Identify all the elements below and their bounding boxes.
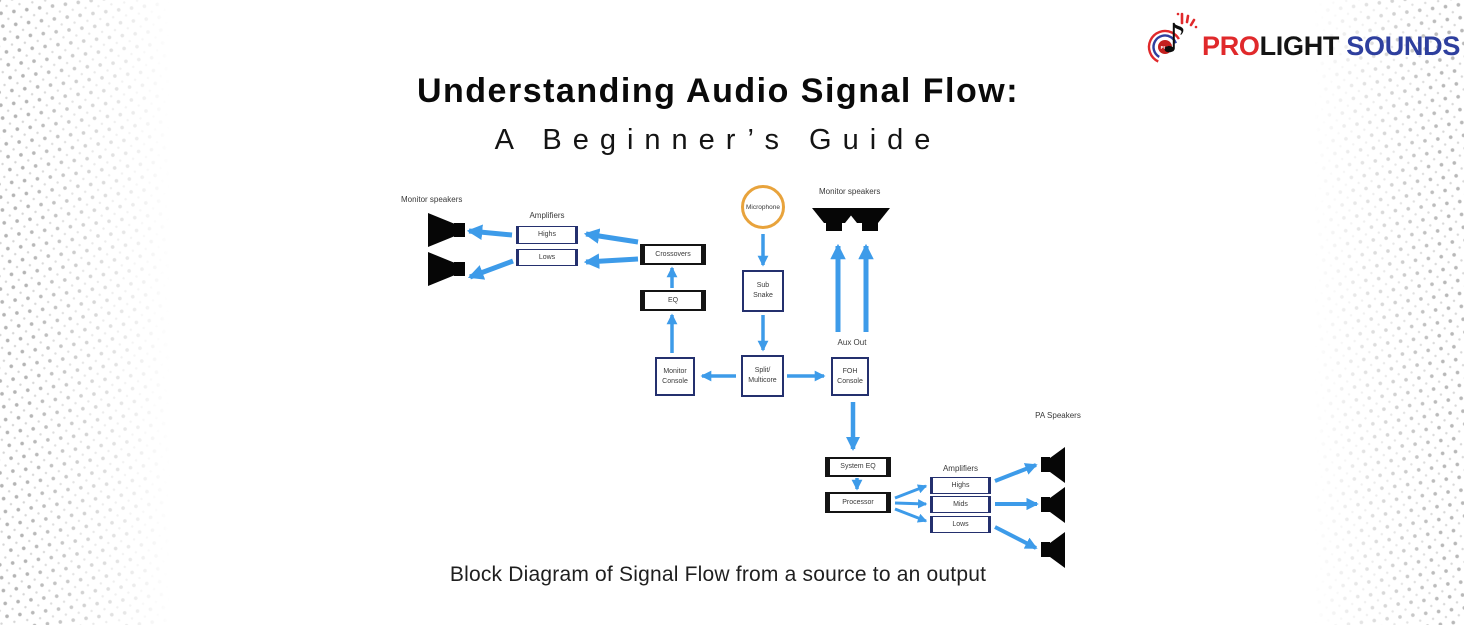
- arrow-processor-to-highs: [894, 484, 928, 500]
- pa-speaker-icon-3: [1041, 532, 1065, 573]
- node-lows-right: Lows: [930, 516, 991, 533]
- node-crossovers: Crossovers: [640, 244, 706, 265]
- brand-sounds: SOUNDS: [1339, 30, 1461, 61]
- svg-text:PLS: PLS: [1161, 45, 1170, 50]
- node-highs-left: Highs: [516, 226, 578, 244]
- arrow-crossovers-to-highs: [583, 228, 639, 245]
- prolight-sounds-logo: PLS ♪ PROLIGHT SOUNDS: [1144, 10, 1460, 68]
- label-amplifiers-left: Amplifiers: [529, 211, 565, 220]
- arrow-highs-to-monitor1: [466, 224, 513, 240]
- arrow-lows-to-monitor2: [467, 258, 514, 280]
- node-foh-console: FOH Console: [831, 357, 869, 396]
- label-monitor-speakers-right: Monitor speakers: [819, 187, 881, 196]
- brand-name: PROLIGHT SOUNDS: [1202, 31, 1460, 62]
- arrow-processor-to-mids: [894, 499, 928, 509]
- arrow-highs-to-pa1: [994, 463, 1038, 483]
- brand-light: LIGHT: [1259, 30, 1340, 61]
- music-note-icon: PLS ♪: [1144, 10, 1200, 68]
- brand-pro: PRO: [1202, 30, 1260, 61]
- pa-speaker-icon-2: [1041, 487, 1065, 528]
- node-system-eq: System EQ: [825, 457, 891, 477]
- label-monitor-speakers-left: Monitor speakers: [401, 195, 463, 204]
- node-processor: Processor: [825, 492, 891, 513]
- node-microphone: Microphone: [741, 185, 785, 229]
- label-aux-out: Aux Out: [837, 338, 867, 347]
- monitor-speaker-icons-stage: [812, 208, 890, 237]
- monitor-speaker-icon-left-1: [428, 213, 465, 252]
- node-sub-snake: Sub Snake: [742, 270, 784, 312]
- arrow-lows-to-pa3: [994, 525, 1038, 550]
- node-monitor-console: Monitor Console: [655, 357, 695, 396]
- monitor-speaker-icon-left-2: [428, 252, 465, 291]
- node-lows-left: Lows: [516, 249, 578, 266]
- node-split-multicore: Split/ Multicore: [741, 355, 784, 397]
- label-pa-speakers: PA Speakers: [1035, 411, 1081, 420]
- page-subtitle: A Beginner’s Guide: [494, 124, 942, 156]
- label-amplifiers-right: Amplifiers: [942, 464, 979, 473]
- node-mids-right: Mids: [930, 496, 991, 513]
- node-eq: EQ: [640, 290, 706, 311]
- signal-flow-diagram: Monitor speakers Amplifiers Monitor spea…: [395, 178, 1095, 573]
- page-title: Understanding Audio Signal Flow:: [416, 72, 1020, 110]
- pa-speaker-icon-1: [1041, 447, 1065, 488]
- arrow-crossovers-to-lows: [583, 253, 639, 269]
- diagram-caption: Block Diagram of Signal Flow from a sour…: [449, 563, 987, 586]
- node-highs-right: Highs: [930, 477, 991, 494]
- arrow-processor-to-lows: [894, 507, 928, 523]
- signal-flow-arrows: [466, 224, 1039, 550]
